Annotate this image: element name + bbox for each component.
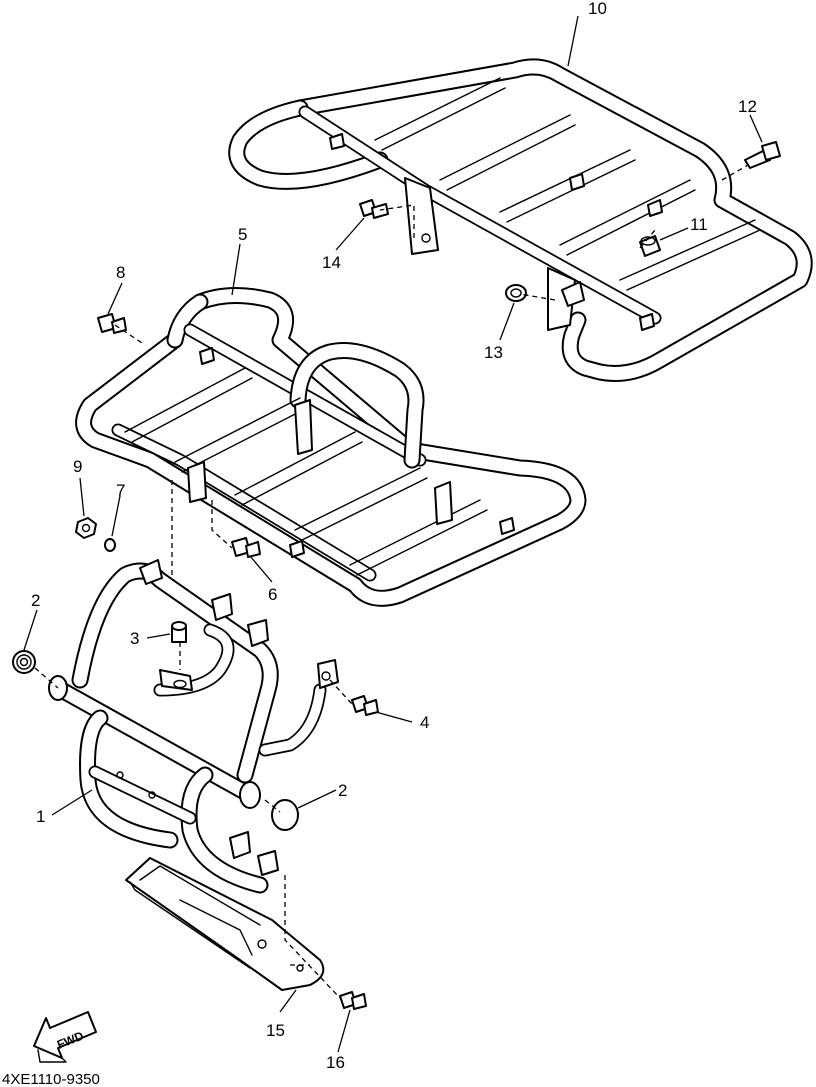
callout-labels: 10 12 11 14 13 5 8 9 7 6 2 3 4 2 1 15 16 [31,0,757,1072]
callout-6: 6 [268,585,277,604]
callout-3: 3 [130,629,139,648]
assembly-lines [34,164,749,999]
callout-2-right: 2 [338,781,347,800]
callout-7: 7 [116,481,125,500]
nut-9 [75,517,97,539]
callout-9: 9 [73,457,82,476]
front-carrier [75,286,587,607]
callout-2-left: 2 [31,591,40,610]
callout-16: 16 [326,1053,345,1072]
leaders [23,15,763,1053]
callout-4: 4 [420,713,429,732]
callout-8: 8 [116,263,125,282]
callout-11: 11 [690,215,708,234]
callout-15: 15 [266,1021,285,1040]
washer-7 [104,538,116,552]
fwd-arrow-icon: FWD [33,1011,97,1063]
bolt-6 [231,537,261,558]
callout-14: 14 [322,253,341,272]
nut-13 [505,284,527,302]
callout-12: 12 [738,97,757,116]
front-guard [48,559,339,894]
rear-carrier [228,58,813,382]
collar-11 [639,235,661,257]
callout-13: 13 [484,343,503,362]
cap-2-left [12,650,36,674]
bolt-4 [351,695,379,716]
rear-carrier-bracket-left [404,177,439,255]
bolt-14 [359,199,389,219]
diagram-code: 4XE1110-9350 [2,1071,100,1087]
callout-1: 1 [36,807,45,826]
cap-2-right [271,799,299,831]
bolt-8 [97,313,127,334]
bolt-16 [339,991,367,1010]
grommet-3 [171,621,187,643]
callout-5: 5 [238,225,247,244]
bolt-12 [744,141,781,169]
skid-plate [125,857,325,991]
callout-10: 10 [588,0,607,18]
rear-carrier-bracket-right [547,267,576,331]
